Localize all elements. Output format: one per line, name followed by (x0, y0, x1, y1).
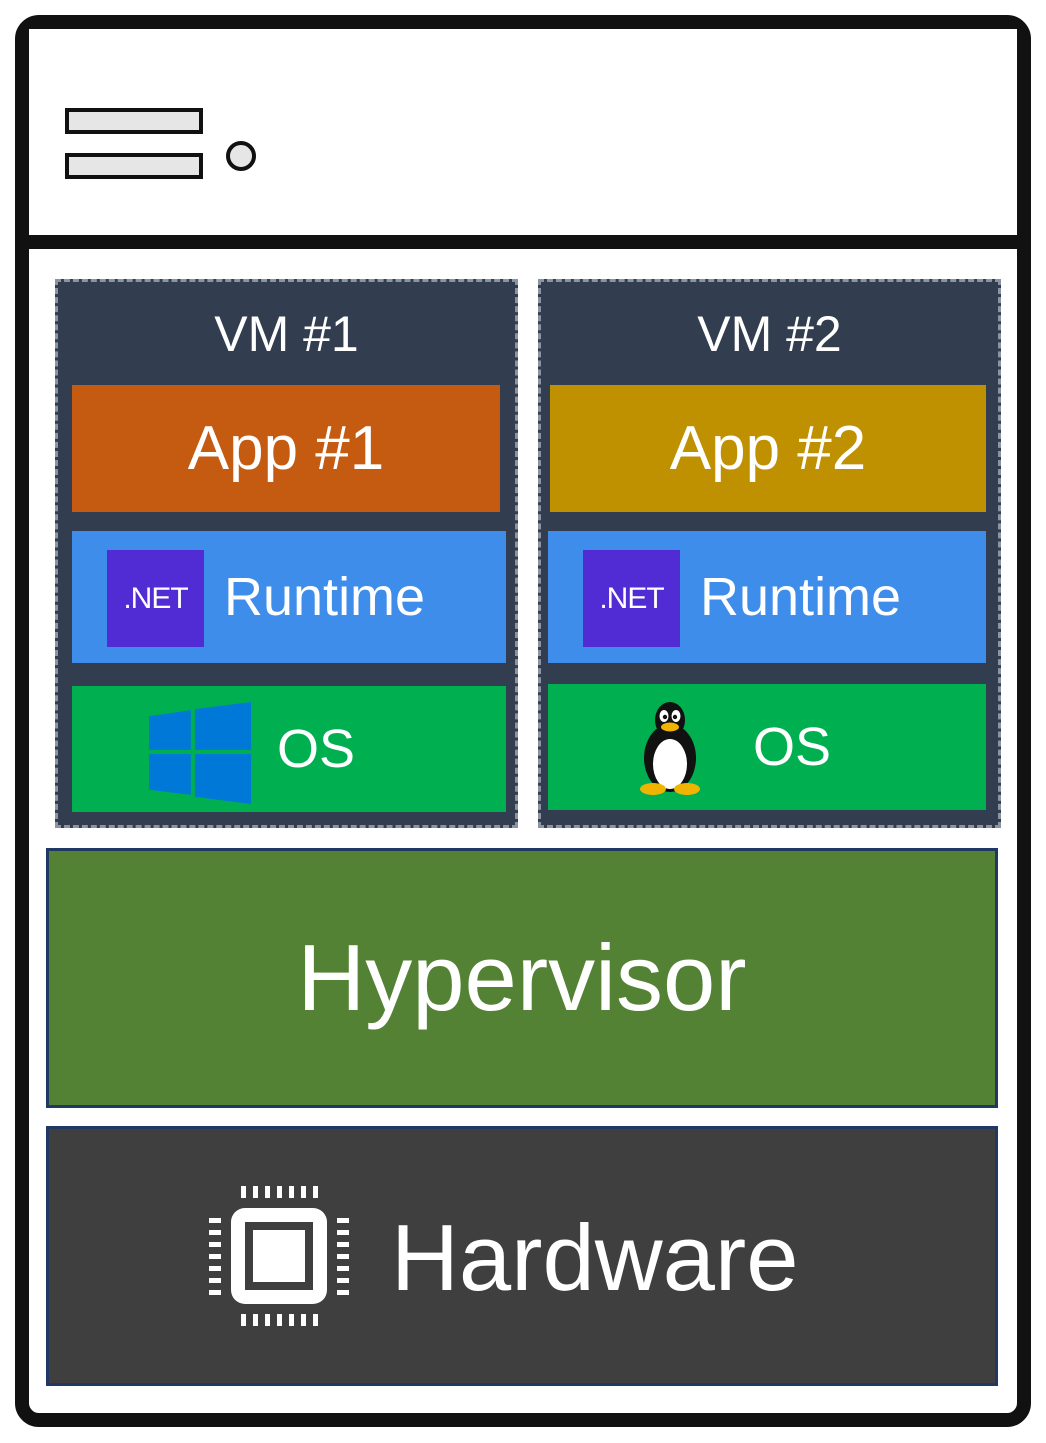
vm-2-runtime-label: Runtime (700, 567, 902, 627)
vm-2-container: VM #2 App #2 .NET Runtime OS (538, 279, 1001, 828)
linux-tux-icon (640, 702, 700, 795)
hardware-label: Hardware (391, 1205, 799, 1310)
vm-2-os-layer: OS (548, 684, 986, 810)
dotnet-logo-icon: .NET (107, 550, 204, 647)
vm-1-os-label: OS (277, 719, 356, 779)
vm-2-title: VM #2 (697, 306, 842, 362)
vm-1-os-layer: OS (72, 686, 506, 812)
cpu-chip-icon (209, 1186, 349, 1326)
power-led-icon (226, 141, 256, 171)
server-header (29, 29, 1017, 249)
dotnet-logo-icon: .NET (583, 550, 680, 647)
vm-1-title: VM #1 (214, 306, 359, 362)
vm-2-app-layer: App #2 (550, 385, 986, 512)
windows-logo-icon (149, 702, 251, 804)
drive-bay-icon (65, 108, 203, 134)
hardware-layer: Hardware (46, 1126, 998, 1386)
vm-2-runtime-layer: .NET Runtime (548, 531, 986, 663)
vm-1-container: VM #1 App #1 .NET Runtime OS (55, 279, 518, 828)
vm-1-runtime-layer: .NET Runtime (72, 531, 506, 663)
vm-1-runtime-label: Runtime (224, 567, 426, 627)
hypervisor-layer: Hypervisor (46, 848, 998, 1108)
drive-bay-icon (65, 153, 203, 179)
vm-1-app-layer: App #1 (72, 385, 500, 512)
vm-2-os-label: OS (753, 717, 832, 777)
